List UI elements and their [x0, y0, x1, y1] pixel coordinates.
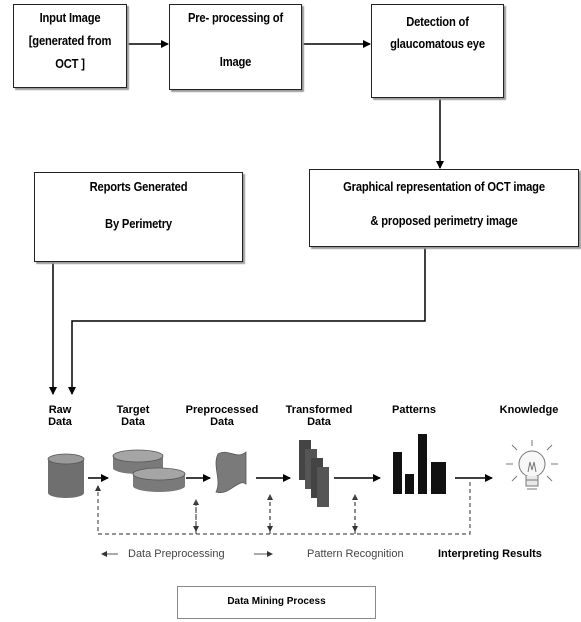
stage-transformed-data-line-1: Transformed — [285, 404, 353, 416]
stage-patterns-line-1: Patterns — [391, 404, 437, 416]
stage-patterns: Patterns — [382, 404, 446, 416]
data-mining-caption-box: Data Mining Process — [177, 586, 376, 619]
preprocessing-line-2: Image — [219, 54, 252, 69]
detection-line-1: Detection of — [406, 14, 469, 29]
graphical-representation-box: Graphical representation of OCT image & … — [309, 169, 579, 247]
stage-knowledge: Knowledge — [491, 404, 567, 416]
stage-raw-data-line-1: Raw — [48, 404, 72, 416]
detection-box: Detection of glaucomatous eye — [371, 4, 504, 98]
reports-line-1: Reports Generated — [89, 179, 188, 194]
stage-target-data-line-2: Data — [121, 416, 145, 428]
phase-pattern-recognition: Pattern Recognition — [307, 548, 404, 560]
stage-raw-data: Raw Data — [40, 404, 80, 428]
input-image-line-1: Input Image — [39, 10, 101, 25]
data-mining-caption: Data Mining Process — [227, 596, 326, 607]
input-image-line-3: OCT ] — [55, 56, 85, 71]
stage-transformed-data-line-2: Data — [307, 416, 331, 428]
graphical-line-1: Graphical representation of OCT image — [343, 179, 545, 194]
disk-stack-icon — [112, 449, 186, 492]
stage-target-data: Target Data — [108, 404, 158, 428]
graphical-line-2: & proposed perimetry image — [370, 213, 518, 228]
detection-line-2: glaucomatous eye — [390, 36, 485, 51]
stage-transformed-data: Transformed Data — [278, 404, 360, 428]
stage-target-data-line-1: Target — [116, 404, 150, 416]
feedback-dashed-path — [95, 482, 471, 535]
database-cylinder-icon — [47, 453, 85, 498]
wavy-sheet-icon — [215, 451, 247, 493]
reports-box: Reports Generated By Perimetry — [34, 172, 243, 262]
stacked-panels-icon — [299, 440, 329, 507]
preprocessing-box: Pre- processing of Image — [169, 4, 302, 90]
stage-raw-data-line-2: Data — [48, 416, 72, 428]
phase-interpreting-results: Interpreting Results — [438, 548, 542, 560]
reports-line-2: By Perimetry — [105, 216, 172, 231]
input-image-line-2: [generated from — [28, 33, 112, 48]
lightbulb-icon — [506, 440, 558, 490]
input-image-box: Input Image [generated from OCT ] — [13, 4, 127, 88]
stage-knowledge-line-1: Knowledge — [499, 404, 559, 416]
stage-preprocessed-data-line-1: Preprocessed — [185, 404, 259, 416]
stage-preprocessed-data: Preprocessed Data — [176, 404, 268, 428]
bar-pattern-icon — [393, 434, 446, 494]
arrow-graphical-to-raw-data — [68, 246, 426, 395]
phase-data-preprocessing: Data Preprocessing — [128, 548, 225, 560]
stage-preprocessed-data-line-2: Data — [210, 416, 234, 428]
preprocessing-line-1: Pre- processing of — [187, 10, 284, 25]
